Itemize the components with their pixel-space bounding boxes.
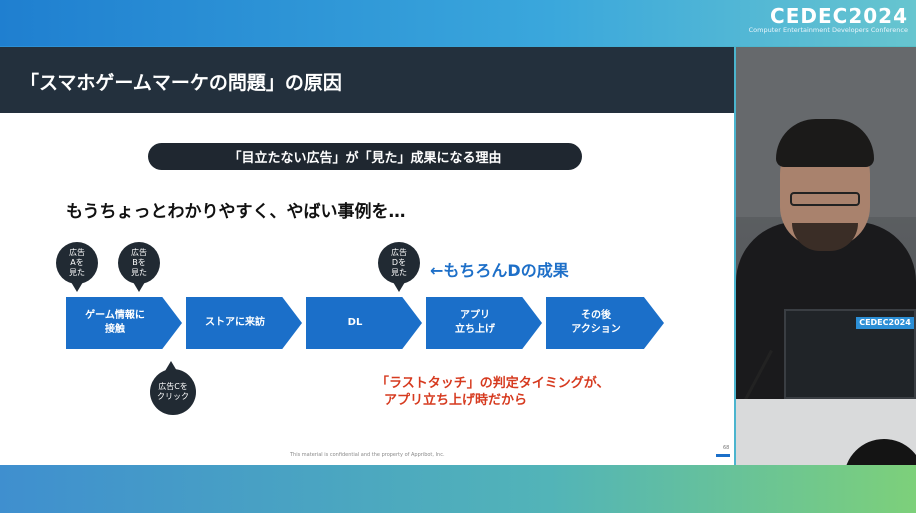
page-indicator-bar (716, 454, 730, 457)
step-app-launch: アプリ 立ち上げ (426, 297, 542, 349)
top-banner: CEDEC2024 Computer Entertainment Develop… (0, 0, 916, 46)
bubble-ad-d: 広告 Dを 見た (378, 242, 420, 292)
step-game-info-contact: ゲーム情報に 接触 (66, 297, 182, 349)
step-label: DL (347, 317, 363, 328)
step-download: DL (306, 297, 422, 349)
bubble-ad-c: 広告Cを クリック (150, 361, 196, 415)
laptop-sticker: CEDEC2024 (856, 317, 914, 329)
step-store-visit: ストアに来訪 (186, 297, 302, 349)
step-label: ゲーム情報に 接触 (85, 310, 145, 335)
reason-banner: 「目立たない広告」が「見た」成果になる理由 (148, 143, 582, 170)
step-label: アプリ 立ち上げ (455, 310, 495, 335)
last-touch-note: 「ラストタッチ」の判定タイミングが、 アプリ立ち上げ時だから (376, 375, 609, 409)
note-line-1: 「ラストタッチ」の判定タイミングが、 (376, 376, 610, 391)
speaker-camera-feed: CEDEC2024 (736, 47, 916, 465)
slide-title: 「スマホゲームマーケの問題」の原因 (20, 72, 342, 94)
bottom-banner (0, 465, 916, 513)
bubble-ad-a: 広告 Aを 見た (56, 242, 98, 292)
callout-d-result: ←もちろんDの成果 (430, 261, 569, 280)
presentation-slide: 「スマホゲームマーケの問題」の原因 「目立たない広告」が「見た」成果になる理由 … (0, 47, 734, 465)
page-number: 68 (723, 445, 730, 451)
step-later-action: その後 アクション (546, 297, 664, 349)
slide-title-bar: 「スマホゲームマーケの問題」の原因 (0, 47, 734, 113)
event-logo-text: CEDEC2024 (770, 4, 908, 28)
speaker-hair (776, 119, 874, 167)
note-line-2: アプリ立ち上げ時だから (384, 393, 528, 408)
laptop (784, 309, 916, 399)
step-label: ストアに来訪 (205, 317, 265, 328)
slide-headline: もうちょっとわかりやすく、やばい事例を… (66, 202, 406, 222)
speaker-glasses (790, 192, 860, 206)
step-label: その後 アクション (571, 310, 621, 335)
event-logo-subtitle: Computer Entertainment Developers Confer… (748, 26, 908, 34)
event-logo: CEDEC2024 Computer Entertainment Develop… (749, 6, 908, 34)
bubble-ad-b: 広告 Bを 見た (118, 242, 160, 292)
confidential-footer: This material is confidential and the pr… (290, 452, 445, 458)
